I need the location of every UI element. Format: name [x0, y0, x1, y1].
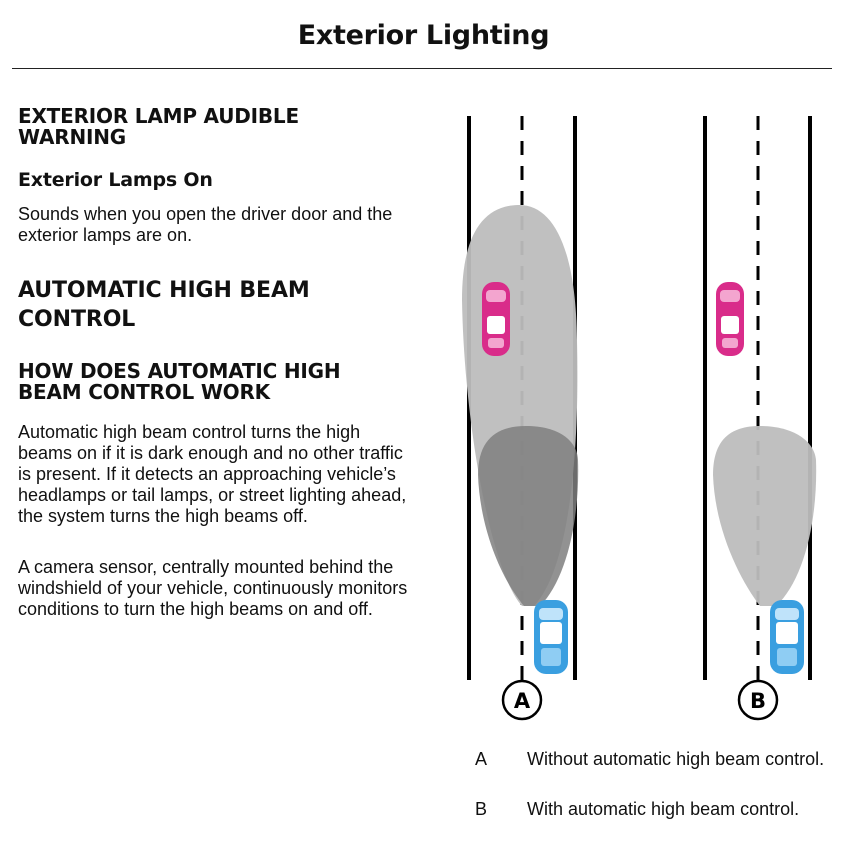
title-divider [12, 68, 832, 69]
road-a-label: A [514, 689, 531, 713]
road-a-low-beam-zone [478, 426, 579, 606]
road-a: A [462, 116, 579, 721]
road-b-label: B [750, 689, 766, 713]
road-b-lead-car [716, 282, 744, 356]
high-beam-illustration: A B [462, 116, 817, 721]
legend-key: A [475, 749, 488, 769]
lamps-on-subheading: Exterior Lamps On [18, 169, 213, 191]
legend-key: B [475, 799, 488, 819]
lamps-on-description: Sounds when you open the driver door and… [18, 204, 393, 245]
legend-text: With automatic high beam control. [527, 799, 800, 819]
page-title: Exterior Lighting [297, 20, 550, 51]
road-a-own-car [534, 600, 568, 674]
how-it-works-paragraph-2: A camera sensor, centrally mounted behin… [18, 557, 408, 619]
audible-warning-heading: EXTERIOR LAMP AUDIBLE WARNING [18, 104, 299, 149]
road-b: B [703, 116, 817, 721]
road-b-label-circle [737, 679, 779, 721]
road-a-lead-car [482, 282, 510, 356]
road-b-own-car [770, 600, 804, 674]
road-a-label-circle [501, 679, 543, 721]
high-beam-heading: AUTOMATIC HIGH BEAM CONTROL [18, 278, 310, 332]
legend-text: Without automatic high beam control. [527, 749, 825, 769]
how-it-works-paragraph-1: Automatic high beam control turns the hi… [18, 422, 407, 526]
road-b-low-beam-zone [713, 426, 817, 606]
how-it-works-heading: HOW DOES AUTOMATIC HIGH BEAM CONTROL WOR… [18, 359, 341, 404]
